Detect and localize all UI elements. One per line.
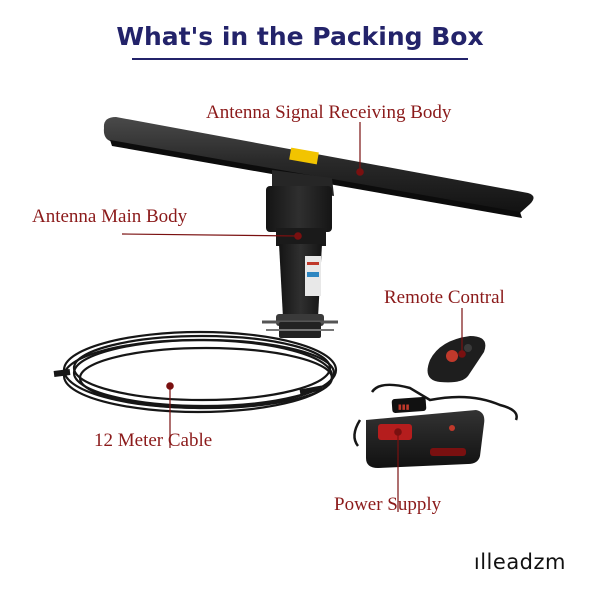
pointer-dot <box>458 350 466 358</box>
remote-control <box>427 336 486 383</box>
label-cable: 12 Meter Cable <box>94 430 213 451</box>
antenna-main-body <box>262 170 338 338</box>
page-title: What's in the Packing Box <box>116 22 484 51</box>
title-underline <box>132 58 468 60</box>
pointer-dot <box>294 232 302 240</box>
pointer-dot <box>356 168 364 176</box>
svg-text:▮▮▮: ▮▮▮ <box>398 403 410 411</box>
label-remote-control: Remote Contral <box>384 287 505 308</box>
power-supply: ▮▮▮ <box>353 383 518 468</box>
coaxial-cable <box>53 330 338 414</box>
warning-sticker <box>289 147 319 165</box>
pointer-dot <box>166 382 174 390</box>
brand-logo: ılleadzm <box>473 550 566 574</box>
label-power-supply: Power Supply <box>334 494 442 515</box>
label-antenna-receiving-body: Antenna Signal Receiving Body <box>206 102 452 123</box>
label-antenna-main-body: Antenna Main Body <box>32 206 188 227</box>
pointer-dot <box>394 428 402 436</box>
leader-lines <box>121 122 466 512</box>
